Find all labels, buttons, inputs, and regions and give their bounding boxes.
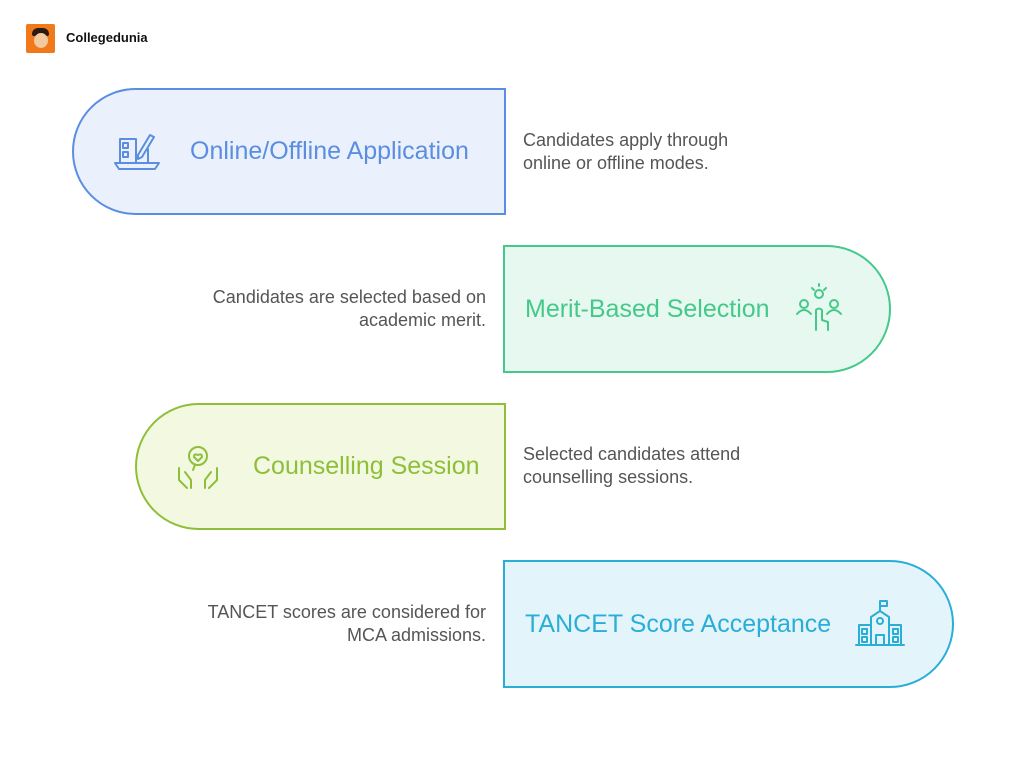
- step-description: Candidates are selected based on academi…: [212, 287, 486, 330]
- hands-heart-icon: [178, 445, 218, 489]
- step-counselling-session: Counselling Session: [135, 403, 506, 530]
- step-description: Candidates apply through online or offli…: [523, 130, 729, 173]
- step-title: Merit-Based Selection: [525, 294, 770, 323]
- school-building-icon: [855, 600, 906, 646]
- laptop-pencil-icon: [114, 133, 160, 170]
- collegedunia-logo-icon: [26, 24, 55, 53]
- step-tancet-score-acceptance: TANCET Score Acceptance: [503, 560, 954, 688]
- step-description: TANCET scores are considered for MCA adm…: [207, 602, 486, 645]
- step-title: Online/Offline Application: [190, 137, 469, 165]
- step-merit-based-selection: Merit-Based Selection: [503, 245, 891, 373]
- step-description: Selected candidates attend counselling s…: [523, 444, 741, 487]
- people-selection-icon: [795, 283, 842, 331]
- step-online-offline-application: Online/Offline Application: [72, 88, 506, 215]
- step-title: Counselling Session: [253, 452, 480, 480]
- brand-name: Collegedunia: [66, 30, 148, 45]
- step-title: TANCET Score Acceptance: [525, 609, 832, 638]
